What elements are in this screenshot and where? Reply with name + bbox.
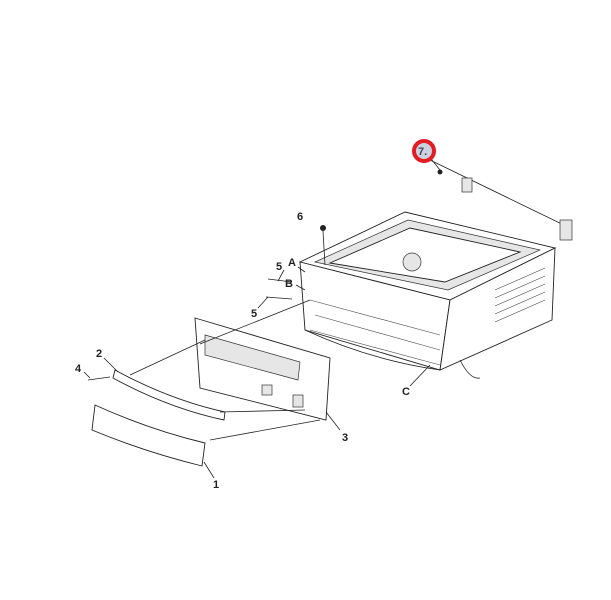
part-6-screw — [320, 225, 326, 231]
part-1-panel — [91, 404, 206, 467]
label-part-3: 3 — [342, 432, 348, 444]
part-7-callout[interactable]: 7. — [412, 139, 436, 163]
label-ref-b: B — [285, 278, 293, 290]
label-part-6: 6 — [297, 211, 303, 223]
label-part-2: 2 — [96, 348, 102, 360]
part-5-pin-upper — [267, 278, 293, 283]
part-7-shaft — [429, 159, 573, 241]
part-2-bar — [112, 369, 226, 421]
part-5-pin-lower — [265, 296, 293, 300]
part-4-screw — [87, 376, 111, 381]
label-part-5-lower: 5 — [251, 308, 257, 320]
label-part-5-upper: 5 — [276, 261, 282, 273]
label-part-4: 4 — [75, 363, 82, 375]
label-ref-a: A — [288, 257, 296, 269]
callout-circle[interactable] — [412, 139, 436, 163]
printer-chassis — [298, 211, 557, 379]
label-part-1: 1 — [213, 479, 219, 491]
leader-lines — [83, 159, 441, 479]
label-ref-c: C — [402, 386, 410, 398]
part-3-front-cover — [194, 317, 331, 421]
label-part-7: 7. — [418, 146, 427, 158]
